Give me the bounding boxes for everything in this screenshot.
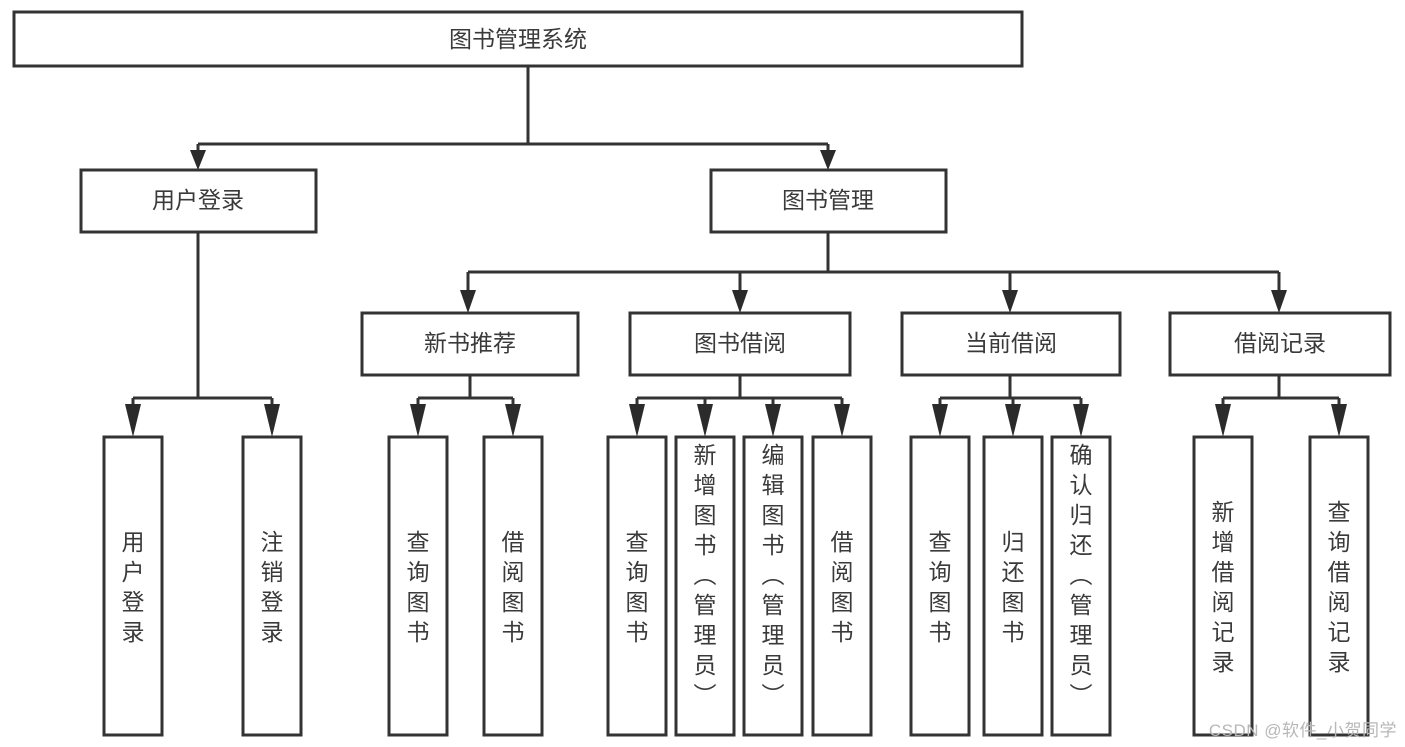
leaf-node-label: 新增图书︵管理员︶ (694, 442, 717, 708)
node-book-management-box[interactable] (709, 168, 948, 234)
arrowhead-icon (820, 150, 836, 170)
node-borrow-record-label: 借阅记录 (1234, 330, 1326, 356)
node-book-borrow[interactable]: 图书借阅 (628, 311, 852, 377)
leaf-node[interactable]: 查询图书 (387, 435, 449, 737)
arrowhead-icon (1073, 404, 1089, 437)
node-borrow-record-box[interactable] (1168, 311, 1392, 377)
arrowhead-icon (505, 404, 521, 437)
node-book-borrow-box[interactable] (628, 311, 852, 377)
leaf-node[interactable]: 查询图书 (909, 435, 971, 737)
node-root-label: 图书管理系统 (449, 26, 587, 52)
leaf-node[interactable]: 新增图书︵管理员︶ (674, 435, 736, 737)
leaf-node-layer: 用户登录 注销登录 查询图书 借阅图书 查询图书 新增图书︵管理员︶ 编辑图书︵管理员︶ 借阅… (102, 435, 1370, 737)
arrowhead-icon (732, 290, 748, 313)
node-book-borrow-label: 图书借阅 (694, 330, 786, 356)
leaf-node-label: 查询图书 (929, 529, 952, 645)
arrowhead-icon (460, 290, 476, 313)
leaf-node-box[interactable] (241, 435, 303, 737)
leaf-node-label: 编辑图书︵管理员︶ (762, 442, 785, 708)
leaf-node-box[interactable] (1192, 435, 1254, 737)
node-current-borrow[interactable]: 当前借阅 (900, 311, 1122, 377)
node-book-management[interactable]: 图书管理 (709, 168, 948, 234)
leaf-node-label: 注销登录 (261, 529, 284, 645)
leaf-node[interactable]: 归还图书 (982, 435, 1044, 737)
leaf-node-box[interactable] (674, 435, 736, 737)
leaf-node-box[interactable] (909, 435, 971, 737)
leaf-node[interactable]: 查询借阅记录 (1308, 435, 1370, 737)
leaf-node[interactable]: 注销登录 (241, 435, 303, 737)
arrowhead-icon (264, 404, 280, 437)
node-user-login-label: 用户登录 (152, 187, 244, 213)
node-current-borrow-box[interactable] (900, 311, 1122, 377)
leaf-node-label: 归还图书 (1002, 529, 1025, 645)
node-user-login-box[interactable] (79, 168, 318, 234)
arrowhead-icon (125, 404, 141, 437)
arrowhead-icon (1002, 290, 1018, 313)
arrowhead-icon (697, 404, 713, 437)
node-user-login[interactable]: 用户登录 (79, 168, 318, 234)
arrowhead-icon (410, 404, 426, 437)
leaf-node[interactable]: 借阅图书 (811, 435, 873, 737)
node-new-book-recommend-label: 新书推荐 (424, 330, 516, 356)
arrowhead-icon (1215, 404, 1231, 437)
leaf-node-box[interactable] (1308, 435, 1370, 737)
arrowhead-icon (629, 404, 645, 437)
arrowhead-icon (765, 404, 781, 437)
leaf-node-label: 查询图书 (626, 529, 649, 645)
leaf-node-label: 借阅图书 (831, 529, 854, 645)
leaf-node-label: 查询图书 (407, 529, 430, 645)
leaf-node[interactable]: 编辑图书︵管理员︶ (742, 435, 804, 737)
arrowhead-icon (1331, 404, 1347, 437)
leaf-node[interactable]: 新增借阅记录 (1192, 435, 1254, 737)
node-book-management-label: 图书管理 (782, 187, 874, 213)
arrowhead-icon (1271, 290, 1287, 313)
leaf-node-box[interactable] (387, 435, 449, 737)
leaf-node-box[interactable] (1050, 435, 1112, 737)
leaf-node[interactable]: 查询图书 (606, 435, 668, 737)
leaf-node-box[interactable] (982, 435, 1044, 737)
leaf-node-box[interactable] (102, 435, 164, 737)
arrowhead-icon (1005, 404, 1021, 437)
node-root-box[interactable] (12, 10, 1024, 68)
leaf-node-box[interactable] (606, 435, 668, 737)
arrowhead-icon (834, 404, 850, 437)
node-borrow-record[interactable]: 借阅记录 (1168, 311, 1392, 377)
leaf-node-box[interactable] (482, 435, 544, 737)
node-current-borrow-label: 当前借阅 (965, 330, 1057, 356)
node-new-book-recommend[interactable]: 新书推荐 (360, 311, 580, 377)
leaf-node-label: 查询借阅记录 (1328, 499, 1351, 675)
leaf-node[interactable]: 用户登录 (102, 435, 164, 737)
leaf-node-label: 新增借阅记录 (1212, 499, 1235, 675)
leaf-node[interactable]: 借阅图书 (482, 435, 544, 737)
leaf-node[interactable]: 确认归还︵管理员︶ (1050, 435, 1112, 737)
arrowhead-icon (190, 150, 206, 170)
arrowhead-icon (932, 404, 948, 437)
node-new-book-recommend-box[interactable] (360, 311, 580, 377)
leaf-node-box[interactable] (811, 435, 873, 737)
leaf-node-label: 确认归还︵管理员︶ (1070, 442, 1093, 708)
leaf-node-label: 借阅图书 (502, 529, 525, 645)
node-root[interactable]: 图书管理系统 (12, 10, 1024, 68)
arrowhead-layer (125, 150, 1347, 437)
leaf-node-box[interactable] (742, 435, 804, 737)
leaf-node-label: 用户登录 (122, 529, 145, 645)
